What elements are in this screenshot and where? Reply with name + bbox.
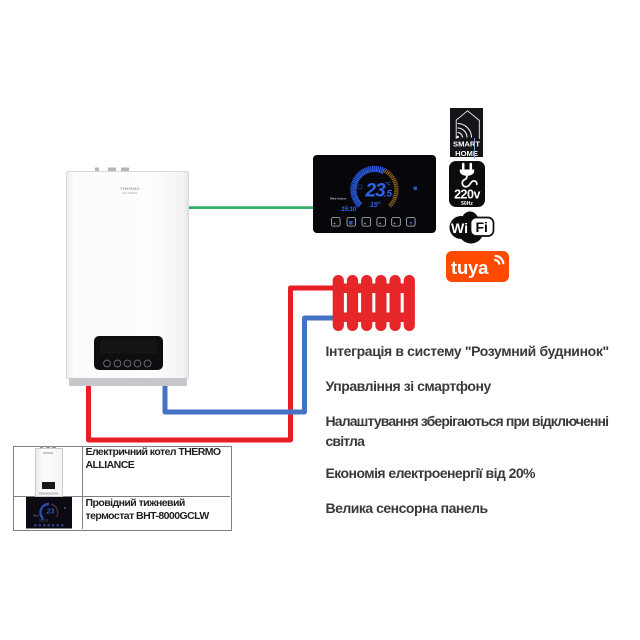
svg-text:.5: .5 bbox=[384, 189, 393, 200]
svg-text:Fi: Fi bbox=[476, 219, 488, 235]
svg-text:HOME: HOME bbox=[455, 149, 478, 157]
svg-text:SMART: SMART bbox=[453, 140, 480, 149]
svg-text:°C: °C bbox=[386, 181, 392, 186]
svg-text:Wed: Wed bbox=[33, 514, 39, 518]
svg-text:23: 23 bbox=[45, 509, 54, 516]
svg-text:Wed Indoor: Wed Indoor bbox=[330, 197, 347, 201]
svg-text:15°: 15° bbox=[370, 201, 381, 209]
svg-text:15:10: 15:10 bbox=[341, 206, 357, 213]
svg-text:Wi: Wi bbox=[451, 220, 468, 236]
svg-text:tuya: tuya bbox=[451, 257, 489, 278]
svg-text:50Hz: 50Hz bbox=[461, 201, 473, 207]
svg-text:15:10: 15:10 bbox=[39, 519, 48, 523]
svg-text:220v: 220v bbox=[454, 188, 480, 202]
svg-text:23: 23 bbox=[365, 181, 387, 202]
